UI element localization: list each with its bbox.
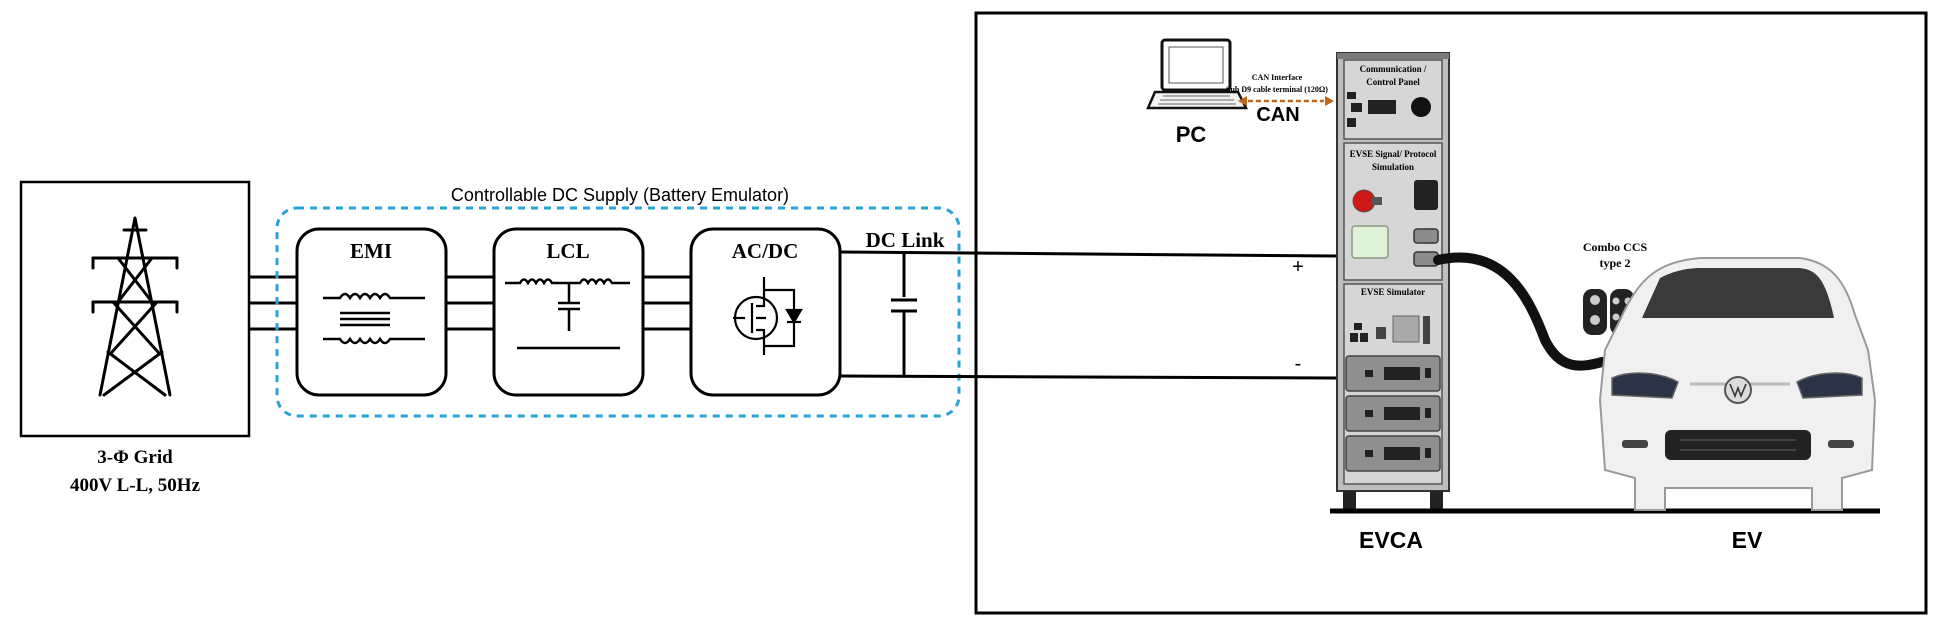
comm-panel-line2: Control Panel bbox=[1366, 77, 1420, 87]
dc-link-label: DC Link bbox=[866, 228, 945, 252]
minus-terminal-label: - bbox=[1295, 353, 1302, 375]
dc-supply-title: Controllable DC Supply (Battery Emulator… bbox=[451, 185, 789, 205]
simulator-controls bbox=[1350, 315, 1430, 344]
charging-cable bbox=[1433, 252, 1607, 371]
signal-panel-line1: EVSE Signal/ Protocol bbox=[1350, 149, 1437, 159]
three-phase-lines bbox=[249, 275, 691, 331]
green-display-panel bbox=[1351, 225, 1389, 259]
socket-outlet-icon bbox=[1414, 180, 1438, 210]
port-top bbox=[1413, 228, 1439, 244]
car-icon bbox=[1598, 257, 1877, 511]
rack-module-3 bbox=[1345, 435, 1441, 472]
plus-terminal-label: + bbox=[1292, 256, 1304, 278]
lcl-filter-icon bbox=[505, 278, 630, 350]
connector-label-line1: Combo CCS bbox=[1583, 240, 1648, 254]
can-interface-line2: Sub D9 cable terminal (120Ω) bbox=[1226, 85, 1328, 94]
evca-label: EVCA bbox=[1359, 527, 1423, 553]
dc-bus-lines bbox=[839, 250, 1337, 380]
rack-module-1 bbox=[1345, 355, 1441, 392]
laptop-icon bbox=[1146, 38, 1249, 110]
acdc-label: AC/DC bbox=[732, 239, 799, 263]
emi-label: EMI bbox=[350, 239, 392, 263]
comm-panel-controls bbox=[1347, 92, 1431, 127]
dc-supply-dashed-box bbox=[275, 206, 961, 418]
lcl-label: LCL bbox=[546, 239, 589, 263]
can-arrow bbox=[1238, 96, 1334, 106]
test-bench-frame bbox=[974, 11, 1928, 615]
can-label: CAN bbox=[1256, 104, 1299, 126]
red-stop-button-icon bbox=[1352, 189, 1382, 213]
evse-simulator-label: EVSE Simulator bbox=[1361, 287, 1425, 297]
rack-module-2 bbox=[1345, 395, 1441, 432]
mosfet-icon bbox=[733, 277, 803, 355]
comm-panel-line1: Communication / bbox=[1360, 64, 1427, 74]
transformer-icon bbox=[323, 292, 425, 345]
grid-label-line2: 400V L-L, 50Hz bbox=[70, 475, 201, 496]
acdc-block bbox=[689, 227, 842, 397]
can-interface-line1: CAN Interface bbox=[1252, 73, 1303, 82]
ev-label: EV bbox=[1732, 527, 1763, 553]
connector-label-line2: type 2 bbox=[1600, 256, 1631, 270]
signal-panel-line2: Simulation bbox=[1372, 162, 1414, 172]
pc-label: PC bbox=[1176, 122, 1207, 147]
grid-label-line1: 3-Φ Grid bbox=[97, 447, 173, 468]
transmission-tower-icon bbox=[91, 216, 179, 397]
